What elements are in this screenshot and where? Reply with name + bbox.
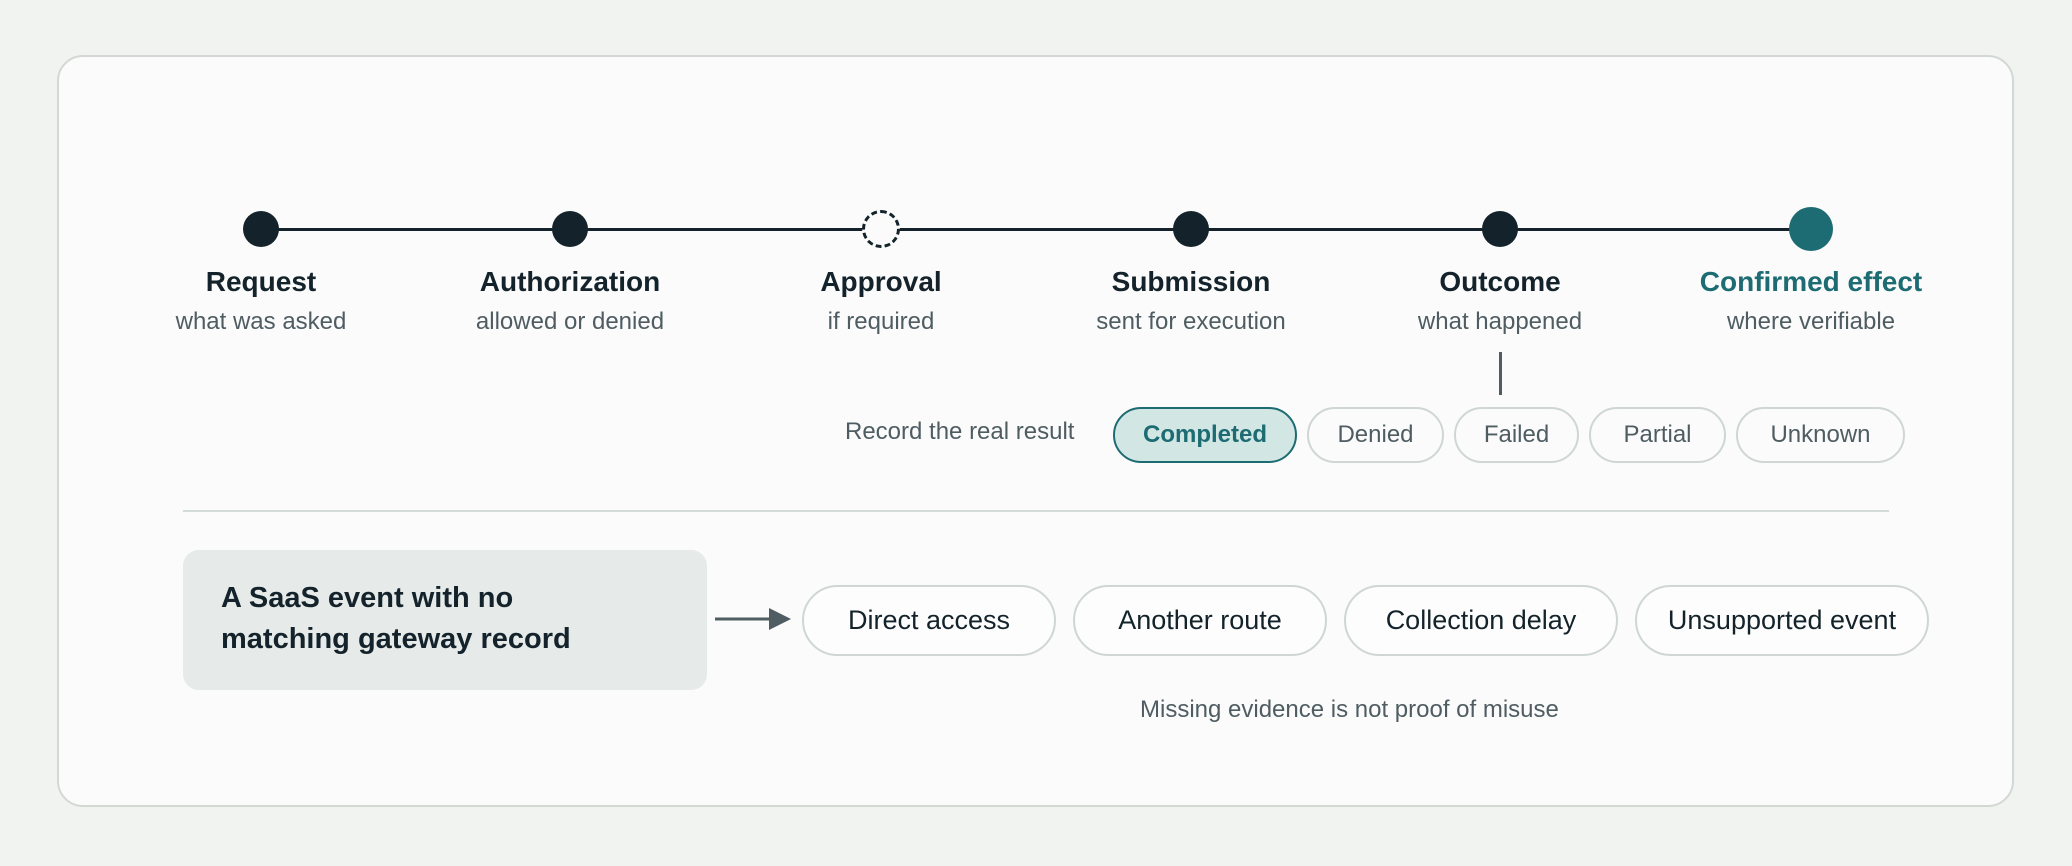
result-pill-partial[interactable]: Partial: [1589, 407, 1726, 463]
stage-title-authorization: Authorization: [479, 266, 661, 297]
stage-subtitle-outcome: what happened: [1417, 308, 1583, 335]
stage-title-request: Request: [205, 266, 317, 297]
cause-pill-collection-delay[interactable]: Collection delay: [1344, 585, 1618, 656]
result-pill-unknown[interactable]: Unknown: [1736, 407, 1905, 463]
stage-title-outcome: Outcome: [1439, 266, 1561, 297]
result-pill-completed[interactable]: Completed: [1113, 407, 1297, 463]
stage-subtitle-authorization: allowed or denied: [475, 308, 665, 335]
stage-node-submission: [1173, 211, 1209, 247]
stage-node-outcome: [1482, 211, 1518, 247]
saas-event-box: A SaaS event with no matching gateway re…: [183, 550, 707, 690]
record-result-label: Record the real result: [845, 418, 1075, 445]
saas-event-line-1: A SaaS event with no: [221, 582, 514, 614]
cause-pill-direct-access[interactable]: Direct access: [802, 585, 1056, 656]
cause-pill-unsupported-event[interactable]: Unsupported event: [1635, 585, 1929, 656]
stage-subtitle-request: what was asked: [175, 308, 347, 335]
stage-title-submission: Submission: [1111, 266, 1271, 297]
cause-pill-another-route[interactable]: Another route: [1073, 585, 1327, 656]
section-divider: [183, 510, 1889, 512]
stage-node-request: [243, 211, 279, 247]
stage-node-confirmed-effect: [1789, 207, 1833, 251]
stage-node-authorization: [552, 211, 588, 247]
result-pill-denied[interactable]: Denied: [1307, 407, 1444, 463]
stage-title-confirmed-effect: Confirmed effect: [1699, 266, 1923, 297]
missing-evidence-note: Missing evidence is not proof of misuse: [1140, 696, 1559, 723]
stage-node-approval: [862, 210, 900, 248]
timeline-line: [261, 228, 1811, 231]
stage-subtitle-submission: sent for execution: [1096, 308, 1286, 335]
outcome-connector: [1499, 352, 1502, 395]
stage-subtitle-approval: if required: [827, 308, 935, 335]
stage-title-approval: Approval: [820, 266, 942, 297]
saas-event-line-2: matching gateway record: [221, 623, 571, 655]
arrow-head: [769, 608, 791, 630]
result-pill-failed[interactable]: Failed: [1454, 407, 1579, 463]
stage-subtitle-confirmed-effect: where verifiable: [1726, 308, 1896, 335]
arrow-right-icon: [715, 608, 791, 630]
